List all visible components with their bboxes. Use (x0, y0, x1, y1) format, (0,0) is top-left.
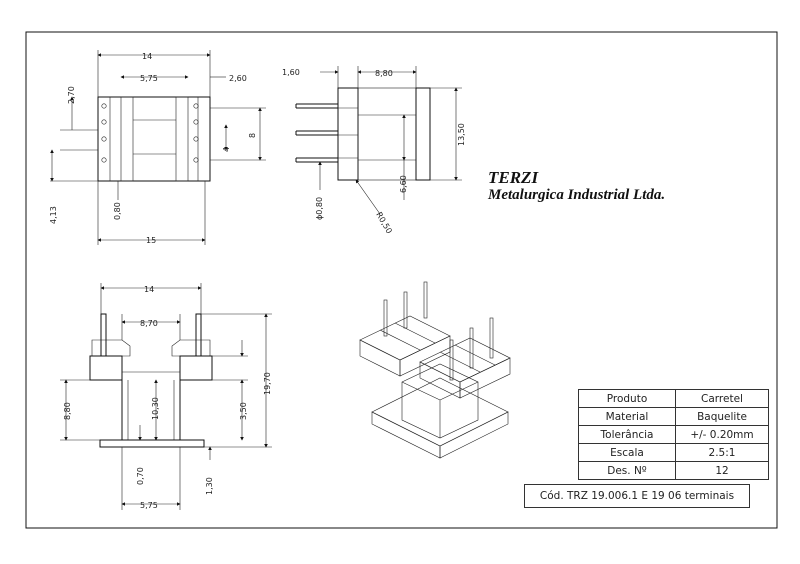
dim-side-body: 6,60 (399, 175, 408, 193)
sheet-border (25, 31, 778, 529)
table-row: Escala 2.5:1 (578, 443, 769, 462)
dim-top-left-height: 2,70 (67, 86, 76, 104)
top-view (50, 50, 266, 245)
table-row: Material Baquelite (578, 407, 769, 426)
dim-top-width: 14 (142, 52, 152, 61)
dim-top-pin-dia: 0,80 (113, 202, 122, 220)
isometric-view (359, 281, 511, 459)
info-value-product: Carretel (675, 389, 769, 408)
info-label-tolerance: Tolerância (578, 425, 676, 444)
dim-front-base-h: 1,30 (205, 477, 214, 495)
part-code: Cód. TRZ 19.006.1 E 19 06 terminais (524, 484, 750, 508)
table-row: Produto Carretel (578, 389, 769, 408)
table-row: Tolerância +/- 0.20mm (578, 425, 769, 444)
dim-side-radius: R0,50 (374, 211, 393, 236)
dim-side-width: 8,80 (375, 69, 393, 78)
dim-side-offset: 1,60 (282, 68, 300, 77)
dim-front-core-h: 10,30 (151, 397, 160, 420)
company-name: TERZI (488, 168, 539, 187)
dim-top-bottom: 4,13 (49, 206, 58, 224)
dim-front-width: 14 (144, 285, 154, 294)
dim-top-total: 15 (146, 236, 156, 245)
dim-front-base-th: 0,70 (136, 467, 145, 485)
info-value-drawing-no: 12 (675, 461, 769, 480)
info-label-scale: Escala (578, 443, 676, 462)
info-value-scale: 2.5:1 (675, 443, 769, 462)
dim-top-pin-offset: 2,60 (229, 74, 247, 83)
table-row: Des. Nº 12 (578, 461, 769, 480)
dim-side-height: 13,50 (457, 123, 466, 146)
info-label-drawing-no: Des. Nº (578, 461, 676, 480)
info-value-tolerance: +/- 0.20mm (675, 425, 769, 444)
info-value-material: Baquelite (675, 407, 769, 426)
company-block: TERZI Metalurgica Industrial Ltda. (488, 168, 666, 204)
dim-top-pitch: 8 (248, 133, 257, 138)
dim-side-pin-dia: ϕ0,80 (315, 197, 324, 220)
side-view (295, 66, 462, 215)
dim-front-shoulder: 3,50 (239, 402, 248, 420)
dim-front-inner: 8,70 (140, 319, 158, 328)
dim-top-inner: 5,75 (140, 74, 158, 83)
dim-front-base-w: 5,75 (140, 501, 158, 510)
dim-top-pin-gap: 4 (222, 147, 231, 152)
front-view (60, 283, 272, 510)
dim-front-flange-h: 8,80 (63, 402, 72, 420)
company-subtitle: Metalurgica Industrial Ltda. (488, 187, 666, 203)
info-table: Produto Carretel Material Baquelite Tole… (578, 389, 769, 480)
dim-front-total-h: 19,70 (263, 372, 272, 395)
info-label-product: Produto (578, 389, 676, 408)
info-label-material: Material (578, 407, 676, 426)
